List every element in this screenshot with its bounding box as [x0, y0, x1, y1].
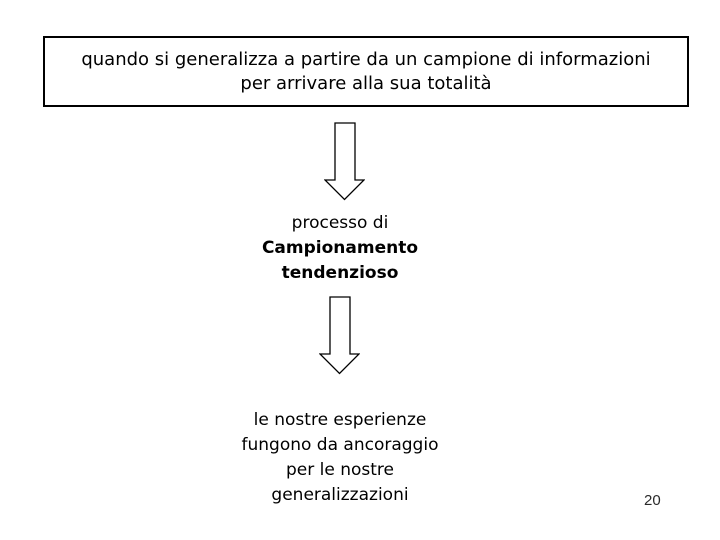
- conclusion-text: le nostre esperienze fungono da ancoragg…: [190, 408, 490, 508]
- process-label-line-1: processo di: [291, 213, 389, 233]
- process-label: processo di Campionamento tendenzioso: [206, 211, 474, 286]
- title-line-1: quando si generalizza a partire da un ca…: [81, 48, 651, 70]
- page-number: 20: [644, 492, 661, 509]
- process-label-line-3: tendenzioso: [281, 263, 399, 283]
- conclusion-line-4: generalizzazioni: [271, 485, 409, 505]
- conclusion-line-1: le nostre esperienze: [253, 410, 427, 430]
- process-label-line-2: Campionamento: [261, 238, 419, 258]
- conclusion-line-3: per le nostre: [285, 460, 394, 480]
- conclusion-line-2: fungono da ancoraggio: [241, 435, 439, 455]
- down-arrow-icon: [324, 122, 365, 201]
- title-box: quando si generalizza a partire da un ca…: [43, 36, 689, 107]
- title-line-2: per arrivare alla sua totalità: [240, 72, 492, 94]
- down-arrow-icon: [319, 296, 360, 375]
